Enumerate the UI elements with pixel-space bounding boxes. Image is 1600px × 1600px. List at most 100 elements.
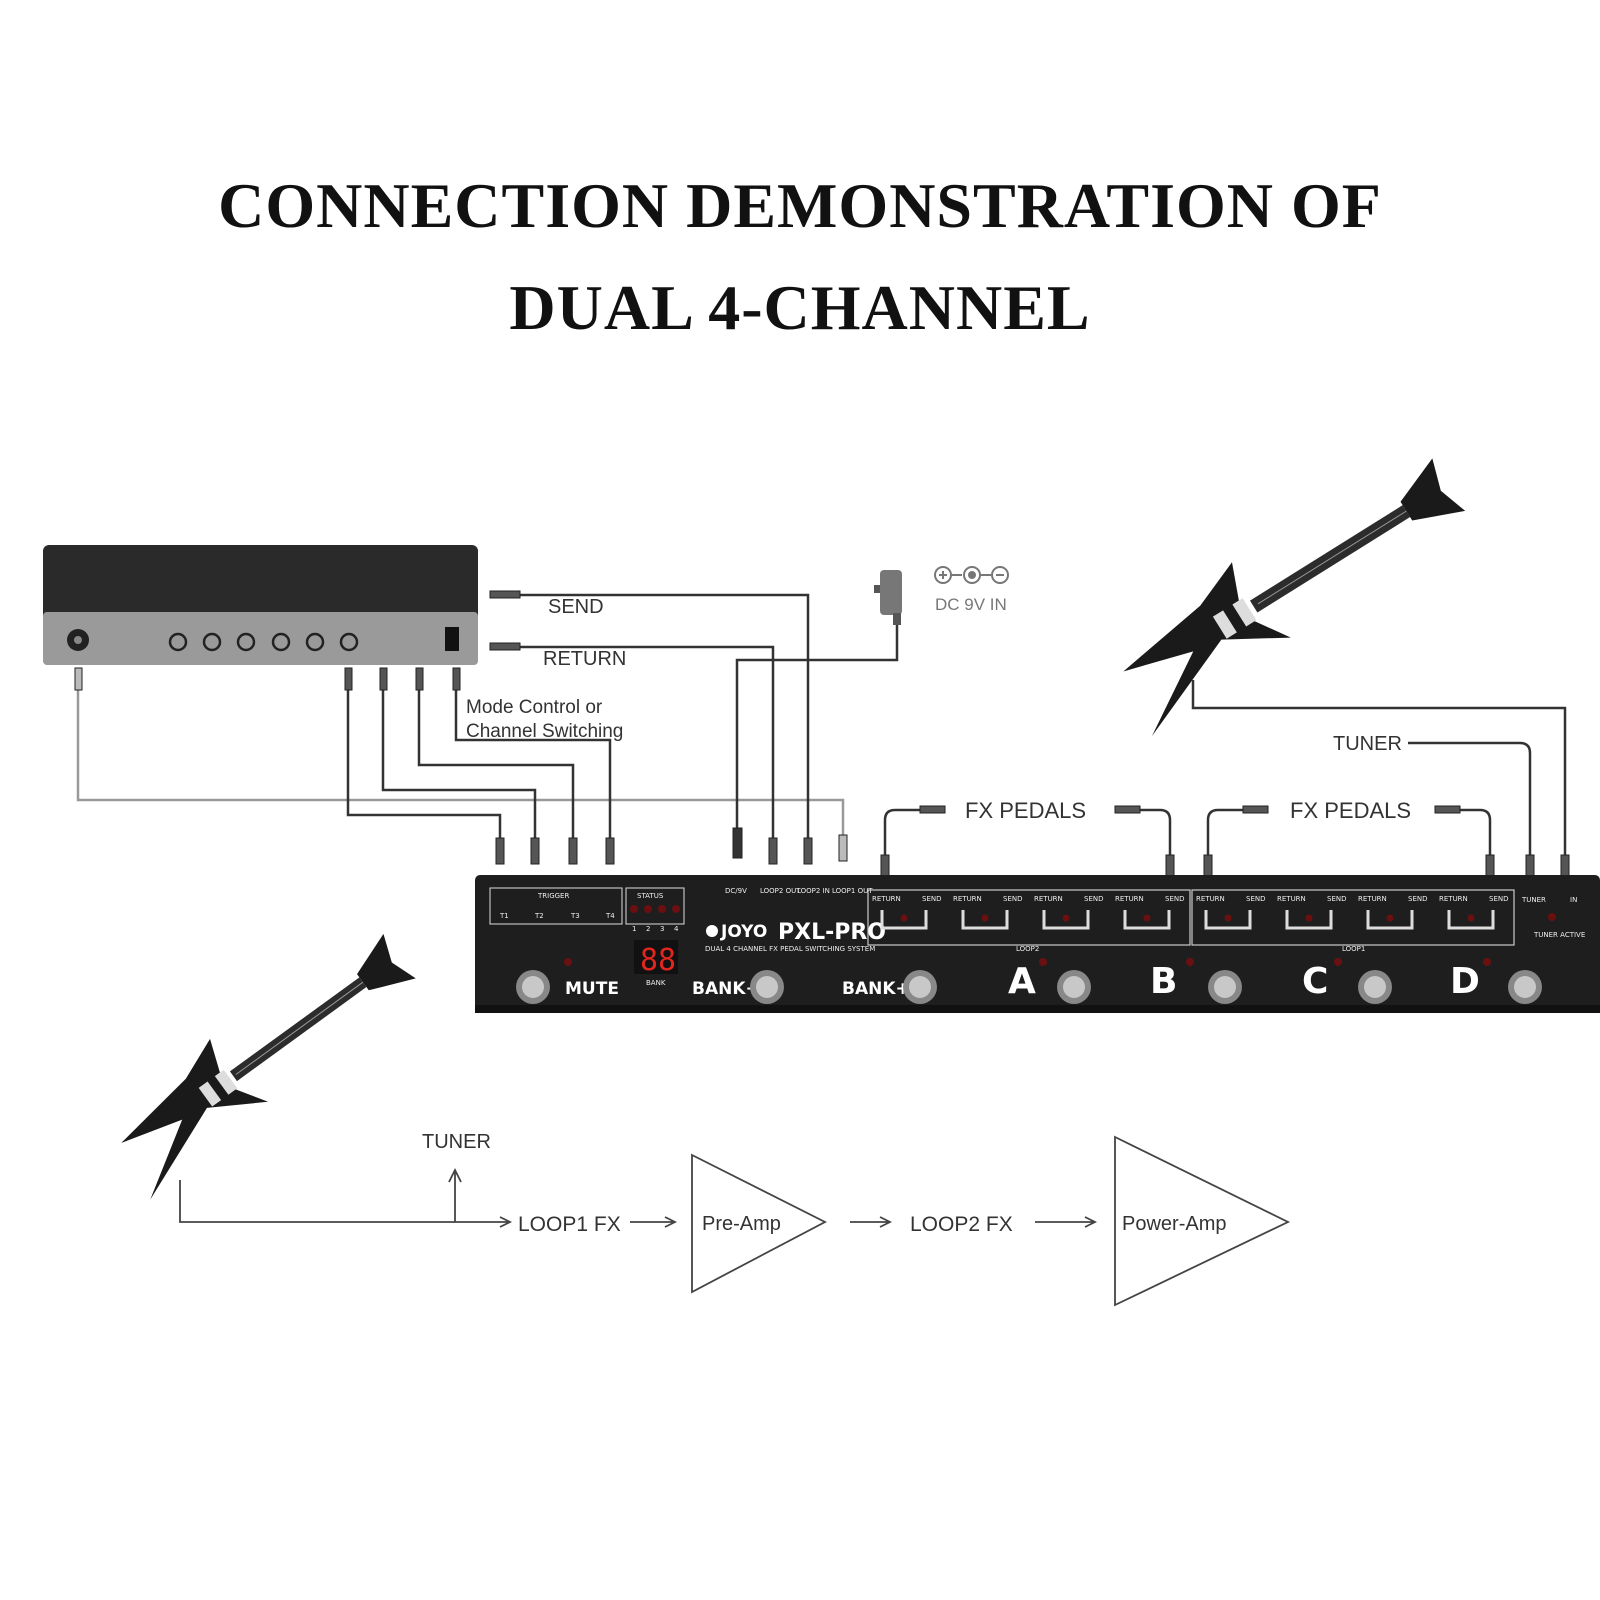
loop-bracket-icon (1123, 910, 1171, 930)
flow-line-guitar (179, 1180, 510, 1223)
pre-amp-triangle (691, 1153, 827, 1294)
guitar-input-cable (1191, 680, 1567, 860)
jack-plug-icon (1560, 854, 1570, 878)
jack-plug-icon (1203, 854, 1213, 878)
cables (76, 593, 1567, 860)
loop-jack-send-label: SEND (1165, 895, 1185, 903)
arrow-right-icon (630, 1216, 678, 1228)
power-adapter (874, 566, 1009, 625)
loop-jack-pair: RETURN SEND (1358, 895, 1428, 930)
loop-jack-send-label: SEND (1408, 895, 1428, 903)
bank-minus-footswitch[interactable] (750, 970, 784, 1004)
jack-plug-icon (1434, 805, 1461, 814)
jack-plug-icon (1114, 805, 1141, 814)
jack-plug-icon (768, 837, 778, 865)
send-label: SEND (548, 596, 604, 618)
footswitches (516, 970, 1542, 1004)
signal-flow-lines (179, 1135, 1291, 1307)
loop-jack-return-label: RETURN (1358, 895, 1387, 903)
loop-bracket-icon (1447, 910, 1495, 930)
channel-a-footswitch[interactable] (1057, 970, 1091, 1004)
return-label: RETURN (543, 648, 626, 670)
electric-guitar-icon (1123, 458, 1466, 737)
dc-plug-icon (732, 827, 743, 859)
loop-bracket-icon (1285, 910, 1333, 930)
amp-knob (339, 632, 359, 652)
tuner-active-led (1548, 913, 1556, 921)
channel-d-footswitch[interactable] (1508, 970, 1542, 1004)
status-panel (625, 887, 685, 925)
channel-c-label: C (1302, 961, 1328, 1002)
loop-jack-return-label: RETURN (953, 895, 982, 903)
mute-label: MUTE (565, 979, 619, 999)
loop-bracket-icon (880, 910, 928, 930)
channel-b-footswitch[interactable] (1208, 970, 1242, 1004)
jack-plug-icon (1242, 805, 1269, 814)
jack-plug-icon (74, 667, 83, 691)
jack-label-dc: DC/9V (725, 887, 747, 895)
tuner-jack-label: TUNER (1521, 896, 1546, 904)
trigger-t2-label: T2 (534, 912, 544, 920)
loop-bracket-icon (961, 910, 1009, 930)
loop-led (1224, 914, 1232, 922)
bank-minus-label: BANK− (692, 979, 760, 999)
flow-loop2-fx-label: LOOP2 FX (910, 1213, 1013, 1236)
loop-jack-return-label: RETURN (1439, 895, 1468, 903)
jack-plug-icon (344, 667, 353, 691)
trigger-t3-label: T3 (570, 912, 580, 920)
loop-bracket-icon (1042, 910, 1090, 930)
loop-jack-send-label: SEND (1084, 895, 1104, 903)
status-num-3: 3 (660, 925, 664, 933)
jack-plug-icon (1525, 854, 1535, 878)
device-subtitle: DUAL 4 CHANNEL FX PEDAL SWITCHING SYSTEM (705, 945, 875, 953)
mute-footswitch[interactable] (516, 970, 550, 1004)
loop-bracket-icon (1204, 910, 1252, 930)
loop-jack-send-label: SEND (922, 895, 942, 903)
bank-plus-footswitch[interactable] (903, 970, 937, 1004)
electric-guitar-icon (121, 933, 416, 1200)
channel-d-label: D (1450, 961, 1480, 1002)
jack-label-loop2-out: LOOP2 OUT (760, 887, 801, 895)
send-cable (520, 593, 810, 840)
jack-plug-icon (1485, 854, 1495, 878)
flow-power-amp-label: Power-Amp (1122, 1213, 1226, 1235)
loop-led (1062, 914, 1070, 922)
flow-pre-amp-label: Pre-Amp (702, 1213, 781, 1235)
tuner-arrow-icon (448, 1167, 462, 1183)
dc-in-label: DC 9V IN (935, 595, 1007, 614)
mode-control-label-2: Channel Switching (466, 721, 623, 742)
amp-knob (168, 632, 188, 652)
loop-led (1305, 914, 1313, 922)
return-cable (520, 645, 775, 840)
bank-display-caption: BANK (646, 979, 666, 987)
status-led (672, 905, 680, 913)
amp-input-cable (76, 688, 845, 835)
jack-plug-icon (880, 854, 890, 878)
loop-bracket-icon (1366, 910, 1414, 930)
loop2-caption: LOOP2 (1016, 945, 1039, 953)
fx-cable-loop2-send (1125, 808, 1172, 860)
status-led (644, 905, 652, 913)
loop-jack-send-label: SEND (1489, 895, 1509, 903)
status-led (658, 905, 666, 913)
trigger-t4-label: T4 (605, 912, 615, 920)
jack-plug-icon (568, 837, 578, 865)
loop1-jack-group (1191, 889, 1515, 946)
loop-led (1386, 914, 1394, 922)
jack-plug-icon (919, 805, 946, 814)
tuner-active-label: TUNER ACTIVE (1533, 931, 1585, 939)
channel-c-footswitch[interactable] (1358, 970, 1392, 1004)
amp-knob (305, 632, 325, 652)
amp-knob (271, 632, 291, 652)
bank-display-digits: 88 (640, 943, 676, 978)
amp-power-switch (445, 627, 459, 651)
jack-plugs (74, 590, 1570, 878)
dc-power-cable (735, 625, 899, 830)
in-jack-label: IN (1570, 896, 1577, 904)
